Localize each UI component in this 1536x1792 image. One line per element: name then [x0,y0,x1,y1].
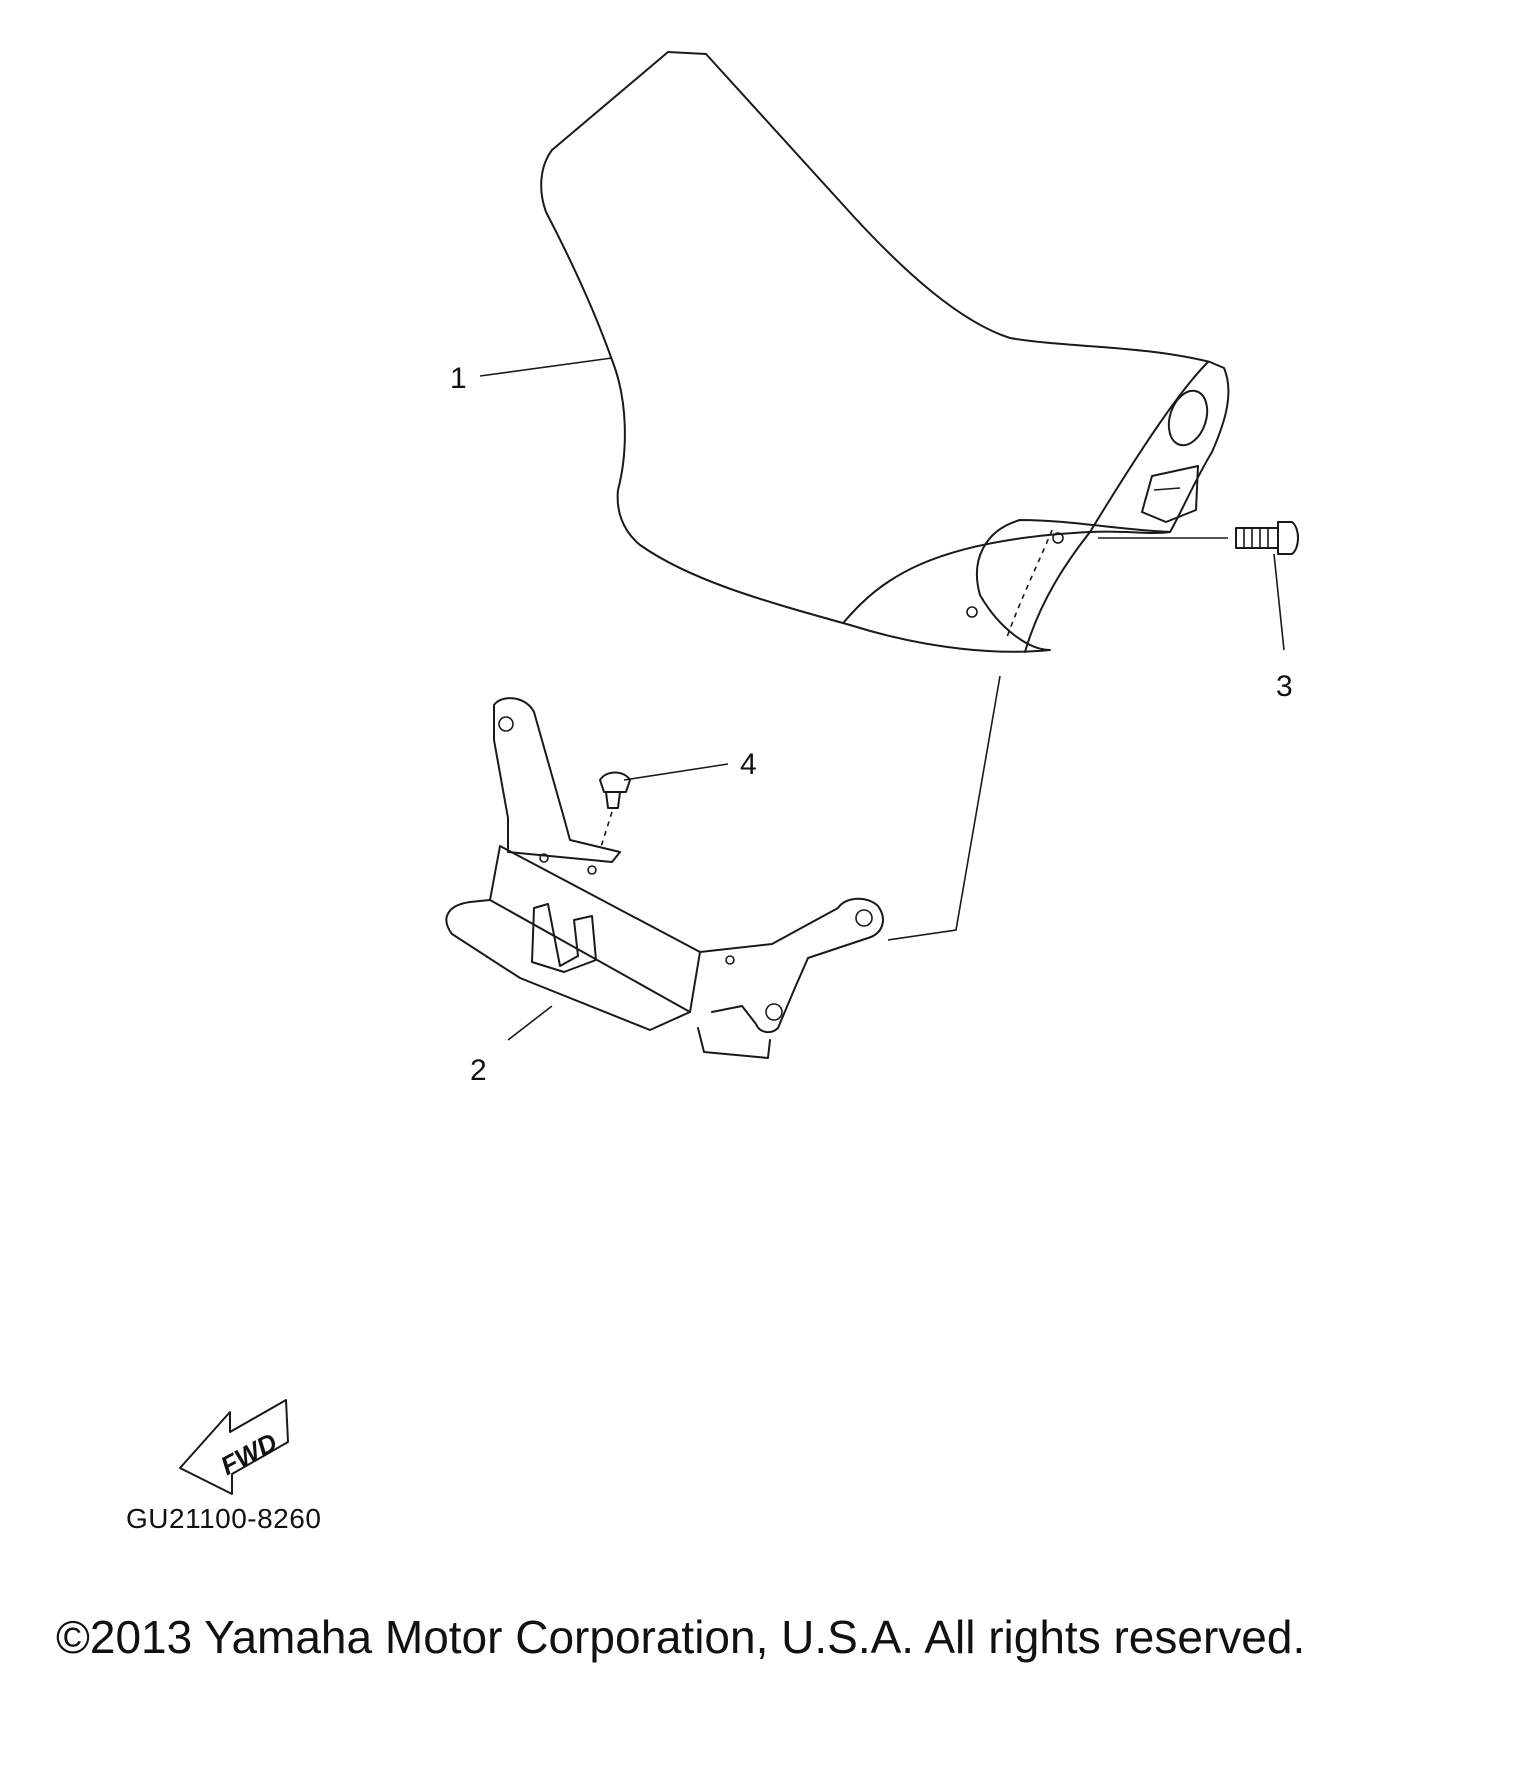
fwd-label: FWD [216,1427,283,1481]
copyright-notice: ©2013 Yamaha Motor Corporation, U.S.A. A… [56,1611,1306,1663]
callout-1: 1 [450,362,467,395]
callout-3: 3 [1276,670,1293,703]
callout-2: 2 [470,1054,487,1087]
bolt-part-3 [1235,521,1299,555]
fwd-arrow-icon: FWD [179,1399,289,1495]
callout-4: 4 [740,748,757,781]
diagram-code: GU21100-8260 [126,1503,322,1534]
screw-part-4 [599,771,631,851]
bracket-part-2 [445,697,884,1059]
seat-part-1 [540,51,1230,653]
